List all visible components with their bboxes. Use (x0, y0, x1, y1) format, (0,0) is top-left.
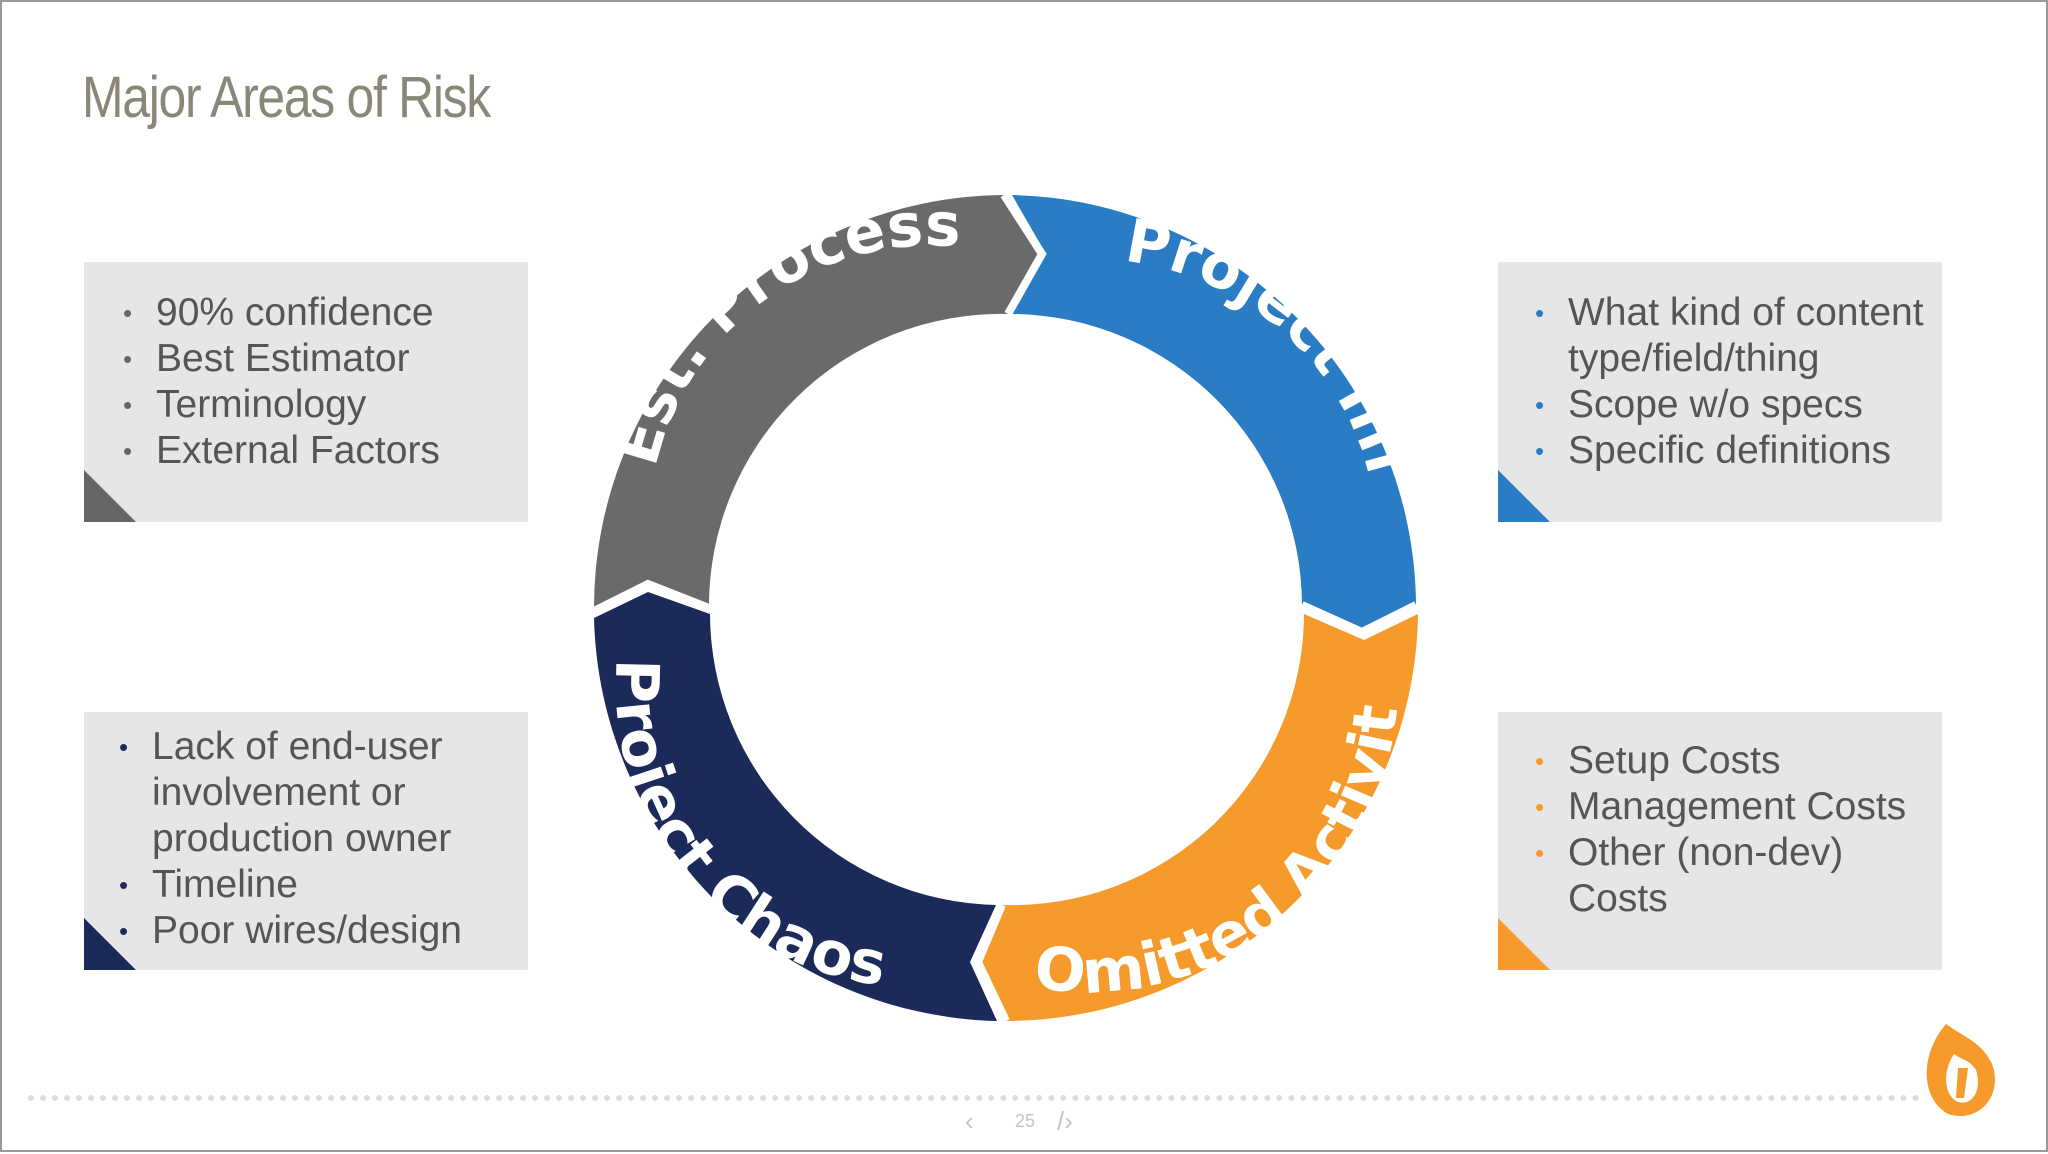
bullet-list: •What kind of content type/field/thing •… (1535, 290, 1938, 474)
chevron-left-icon[interactable]: ‹ (965, 1106, 974, 1136)
segment-project-chaos (594, 592, 997, 1021)
list-item: •90% confidence (123, 291, 434, 334)
list-item: •Setup Costs (1535, 739, 1781, 782)
list-item: •Lack of end-user involvement or product… (119, 725, 452, 860)
segment-project-info (1012, 195, 1416, 632)
list-item: •External Factors (123, 429, 440, 472)
risk-box-omitted-activity: •Setup Costs •Management Costs •Other (n… (1498, 712, 1942, 970)
risk-box-project-info: •What kind of content type/field/thing •… (1498, 262, 1942, 522)
segment-est-process (593, 195, 1042, 611)
list-item: •What kind of content type/field/thing (1535, 291, 1924, 380)
bullet-list: •Lack of end-user involvement or product… (119, 724, 512, 954)
list-item: •Scope w/o specs (1535, 383, 1863, 426)
risk-box-est-process: •90% confidence •Best Estimator •Termino… (84, 262, 528, 522)
corner-accent (84, 470, 136, 522)
corner-accent (84, 918, 136, 970)
slide-pager: ‹ 25 /› (957, 1106, 1097, 1136)
page-number: 25 (1015, 1111, 1036, 1131)
chevron-right-icon[interactable]: /› (1057, 1106, 1073, 1136)
list-item: •Other (non-dev) Costs (1535, 831, 1844, 920)
list-item: •Poor wires/design (119, 909, 462, 952)
list-item: •Best Estimator (123, 337, 410, 380)
list-item: •Terminology (123, 383, 367, 426)
bullet-list: •Setup Costs •Management Costs •Other (n… (1535, 738, 1928, 922)
flame-drop-logo-icon (1926, 1024, 1995, 1117)
risk-box-project-chaos: •Lack of end-user involvement or product… (84, 712, 528, 970)
footer-divider (28, 1095, 1920, 1101)
bullet-list: •90% confidence •Best Estimator •Termino… (123, 290, 440, 474)
corner-accent (1498, 918, 1550, 970)
list-item: •Management Costs (1535, 785, 1907, 828)
slide-title: Major Areas of Risk (82, 65, 491, 130)
segment-omitted-activity (978, 614, 1418, 1021)
corner-accent (1498, 470, 1550, 522)
list-item: •Specific definitions (1535, 429, 1892, 472)
list-item: •Timeline (119, 863, 298, 906)
